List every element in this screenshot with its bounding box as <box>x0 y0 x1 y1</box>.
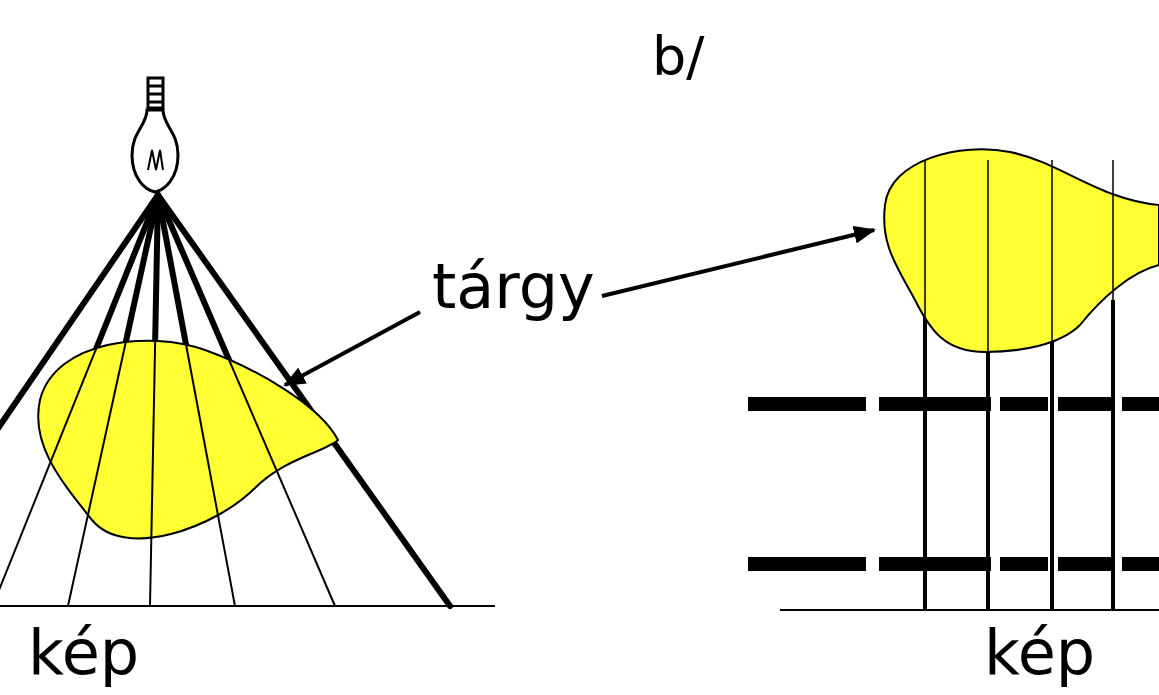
ray-line <box>0 195 158 600</box>
screen-line <box>0 605 495 607</box>
collimator-bars <box>748 397 1159 571</box>
lamp <box>132 78 178 192</box>
light-rays <box>0 195 450 606</box>
object-label: tárgy <box>432 256 595 318</box>
image-label: kép <box>28 622 139 684</box>
image-label: kép <box>984 622 1095 684</box>
pointer-arrow <box>285 312 420 385</box>
screen-line <box>780 609 1159 611</box>
ray-line <box>987 160 989 610</box>
ray-line <box>1051 160 1053 610</box>
ray-line <box>0 195 158 440</box>
panel-label: b/ <box>652 30 704 84</box>
ray-line <box>1112 160 1114 610</box>
ray-line <box>924 160 926 610</box>
ray-line <box>68 195 158 606</box>
parallel-rays <box>925 160 1113 610</box>
ray-line <box>158 195 335 606</box>
ray-line <box>150 195 158 606</box>
ray-line <box>158 195 235 606</box>
light-rays <box>0 195 335 606</box>
pointer-arrow <box>602 230 874 296</box>
